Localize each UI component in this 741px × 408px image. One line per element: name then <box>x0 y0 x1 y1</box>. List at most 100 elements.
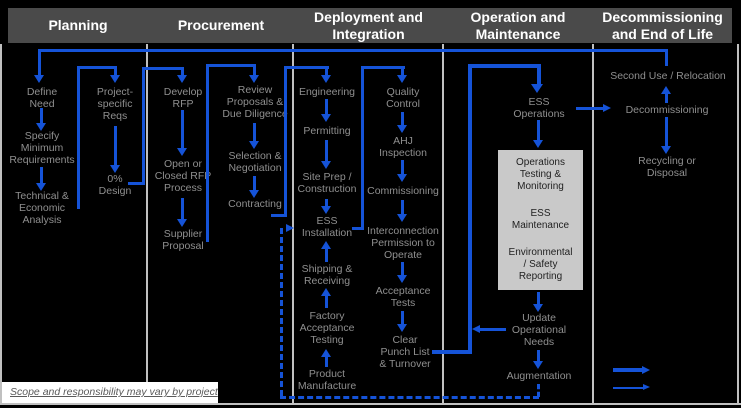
arrow-decommissioning-to-second-use <box>665 94 668 103</box>
arrow-define-to-specify <box>40 108 43 123</box>
elbow-installation-out <box>352 227 364 230</box>
arrowhead-left-into-riser <box>472 325 480 333</box>
arrow-interconnection-to-acceptance <box>401 262 404 275</box>
arrow-operations-to-box <box>537 120 540 140</box>
drop-develop-rfp <box>181 67 184 75</box>
legend-thick-arrowhead <box>642 366 650 374</box>
arrow-acceptance-to-punchlist <box>401 311 404 324</box>
arrowhead-engineering <box>321 75 331 83</box>
arrow-selection-to-contracting <box>253 176 256 190</box>
step-recycling-disposal: Recycling or Disposal <box>638 155 696 179</box>
arrow-shipping-to-installation <box>325 249 328 262</box>
arrowhead-augmentation <box>533 361 543 369</box>
crossbar-ess-operations <box>468 64 541 68</box>
riser-punchlist-to-operations <box>468 64 472 354</box>
arrow-manufacture-to-fat <box>325 357 328 367</box>
dashed-return-riser <box>280 228 283 396</box>
header-deployment-integration: Deployment and Integration <box>314 9 423 42</box>
arrowhead-quality <box>397 75 407 83</box>
loop-riser-second-use <box>665 49 668 66</box>
drop-ess-operations <box>537 64 541 84</box>
arrowhead-decommissioning <box>603 104 611 112</box>
step-supplier-proposal: Supplier Proposal <box>162 228 204 252</box>
step-site-prep: Site Prep / Construction <box>297 171 357 195</box>
box-environmental-safety-reporting: Environmental / Safety Reporting <box>508 247 573 282</box>
arrow-engineering-to-permitting <box>325 99 328 114</box>
header-planning: Planning <box>48 17 108 34</box>
arrowhead-supplier-proposal <box>177 219 187 227</box>
step-second-use-relocation: Second Use / Relocation <box>610 70 726 82</box>
riser-supplier-to-review <box>206 64 209 242</box>
arrowhead-permitting <box>321 114 331 122</box>
column-divider-4 <box>592 44 594 404</box>
phase-header-band: Planning Procurement Deployment and Inte… <box>8 8 732 43</box>
arrowhead-acceptance <box>397 275 407 283</box>
step-technical-economic-analysis: Technical & Economic Analysis <box>15 190 69 226</box>
crossbar-review <box>206 64 256 67</box>
arrowhead-up-fat <box>321 349 331 357</box>
arrowhead-zero-design <box>110 165 120 173</box>
arrowhead-contracting <box>249 190 259 198</box>
column-divider-1 <box>146 44 148 404</box>
footnote: Scope and responsibility may vary by pro… <box>2 382 218 403</box>
left-border <box>0 44 2 404</box>
arrowhead-project-reqs <box>110 75 120 83</box>
arrowhead-rfp-process <box>177 148 187 156</box>
loop-drop-define-need <box>38 49 41 75</box>
step-quality-control: Quality Control <box>386 86 420 110</box>
crossbar-engineering <box>284 66 329 69</box>
step-specify-minimum-requirements: Specify Minimum Requirements <box>9 130 75 166</box>
arrowhead-up-second-use <box>661 86 671 94</box>
step-decommissioning: Decommissioning <box>625 104 709 116</box>
step-define-need: Define Need <box>26 86 58 110</box>
arrowhead-specify <box>36 123 46 131</box>
arrowhead-graybox <box>533 140 543 148</box>
dashed-augmentation-down <box>537 384 540 397</box>
step-ess-installation: ESS Installation <box>301 215 353 239</box>
drop-engineering <box>325 66 328 75</box>
arrow-box-to-update <box>537 292 540 304</box>
legend-thin-arrowhead <box>643 384 650 390</box>
riser-zero-design-to-develop-rfp <box>142 67 145 185</box>
arrowhead-selection <box>249 141 259 149</box>
arrow-commissioning-to-interconnection <box>401 200 404 214</box>
arrowhead-develop-rfp <box>177 75 187 83</box>
step-shipping-receiving: Shipping & Receiving <box>301 263 353 287</box>
header-decommissioning-eol: Decommissioning and End of Life <box>602 9 723 42</box>
elbow-punchlist-out <box>432 350 471 354</box>
step-engineering: Engineering <box>298 86 356 98</box>
arrowhead-punchlist <box>397 324 407 332</box>
step-selection-negotiation: Selection & Negotiation <box>228 150 282 174</box>
crossbar-project-reqs <box>77 66 117 69</box>
arrowhead-into-define-need <box>34 75 44 83</box>
header-procurement: Procurement <box>177 17 265 34</box>
step-acceptance-tests: Acceptance Tests <box>375 285 431 309</box>
column-divider-3 <box>442 44 444 404</box>
step-commissioning: Commissioning <box>367 185 439 197</box>
arrow-reqs-to-zero-design <box>114 126 117 165</box>
step-factory-acceptance-testing: Factory Acceptance Testing <box>299 310 355 346</box>
right-border <box>737 44 739 404</box>
arrowhead-up-installation <box>321 241 331 249</box>
step-ess-operations: ESS Operations <box>513 96 565 120</box>
step-zero-design: 0% Design <box>98 173 132 197</box>
step-rfp-process: Open or Closed RFP Process <box>154 158 212 194</box>
step-contracting: Contracting <box>228 198 282 210</box>
header-operation-maintenance: Operation and Maintenance <box>470 9 566 42</box>
drop-review <box>253 64 256 75</box>
step-permitting: Permitting <box>303 125 351 137</box>
arrowhead-interconnection <box>397 214 407 222</box>
riser-technical-to-project-reqs <box>77 66 80 209</box>
crossbar-quality <box>361 66 405 69</box>
arrow-update-to-operations-loop <box>480 328 506 331</box>
arrow-ahj-to-commissioning <box>401 160 404 174</box>
step-review-proposals: Review Proposals & Due Diligence <box>222 84 288 120</box>
arrow-review-to-selection <box>253 123 256 141</box>
step-project-specific-reqs: Project- specific Reqs <box>96 86 134 122</box>
step-ahj-inspection: AHJ Inspection <box>379 135 427 159</box>
step-clear-punch-list: Clear Punch List & Turnover <box>379 334 431 370</box>
arrow-decommissioning-to-recycling <box>665 117 668 146</box>
arrow-process-to-supplier <box>181 198 184 219</box>
arrow-siteprep-to-installation <box>325 199 328 206</box>
